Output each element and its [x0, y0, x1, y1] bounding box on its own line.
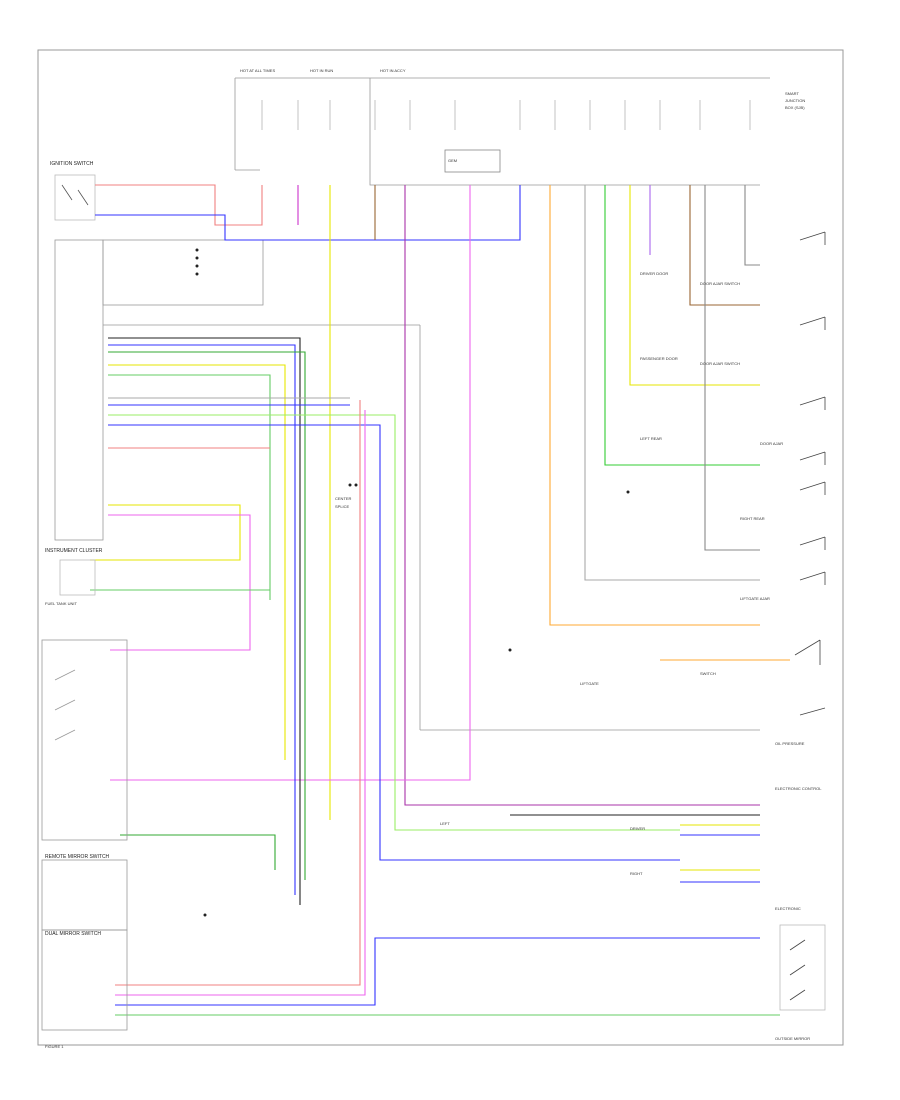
wire-brown-right	[689, 185, 760, 306]
ignition-switch	[54, 174, 96, 221]
wire-violet-long	[404, 185, 760, 806]
wire-black-1	[108, 337, 301, 905]
wire-green-1	[108, 351, 306, 880]
wire-gray-2	[704, 185, 760, 551]
svg-text:DRIVER: DRIVER	[630, 826, 645, 831]
svg-text:OIL PRESSURE: OIL PRESSURE	[775, 741, 805, 746]
diagram-border	[37, 49, 844, 1046]
svg-text:FUEL TANK UNIT: FUEL TANK UNIT	[45, 601, 77, 606]
wire-magenta-center	[110, 185, 471, 781]
svg-text:SMART: SMART	[785, 91, 799, 96]
junction-dots	[195, 248, 630, 917]
wire-green-2	[108, 374, 271, 600]
wire-blue-1	[108, 344, 296, 895]
svg-text:PASSENGER DOOR: PASSENGER DOOR	[640, 356, 678, 361]
svg-text:SPLICE: SPLICE	[335, 504, 350, 509]
wire-violet-2	[108, 514, 251, 651]
svg-text:ELECTRONIC CONTROL: ELECTRONIC CONTROL	[775, 786, 822, 791]
svg-text:REMOTE MIRROR SWITCH: REMOTE MIRROR SWITCH	[45, 854, 110, 860]
wire-yellow-right	[629, 185, 760, 386]
svg-text:HOT IN RUN: HOT IN RUN	[310, 68, 333, 73]
svg-text:SWITCH: SWITCH	[700, 671, 716, 676]
svg-text:HOT IN ACCY: HOT IN ACCY	[380, 68, 406, 73]
svg-text:IGNITION SWITCH: IGNITION SWITCH	[50, 161, 94, 167]
wire-lightgreen-1	[108, 414, 680, 831]
mirror-switch-panel	[41, 559, 128, 1031]
wires	[90, 184, 790, 1016]
switch-symbols	[779, 231, 826, 1011]
svg-text:DOOR AJAR SWITCH: DOOR AJAR SWITCH	[700, 361, 740, 366]
fuse-terminals	[261, 100, 751, 130]
wire-yellow-1	[108, 364, 286, 760]
wire-blue-ign	[95, 185, 521, 241]
svg-text:DOOR AJAR: DOOR AJAR	[760, 441, 783, 446]
svg-text:DRIVER DOOR: DRIVER DOOR	[640, 271, 668, 276]
wire-red-lower	[115, 400, 361, 986]
wire-red-ign	[95, 184, 263, 226]
svg-text:CENTER: CENTER	[335, 496, 352, 501]
wire-orange	[549, 185, 760, 626]
wire-green-right	[604, 185, 760, 466]
svg-text:GEM: GEM	[448, 158, 457, 163]
svg-text:ELECTRONIC: ELECTRONIC	[775, 906, 801, 911]
svg-text:DOOR AJAR SWITCH: DOOR AJAR SWITCH	[700, 281, 740, 286]
wire-blue-3	[108, 424, 680, 861]
instrument-cluster-connector	[54, 239, 760, 731]
svg-text:BOX (SJB): BOX (SJB)	[785, 105, 805, 110]
svg-text:INSTRUMENT CLUSTER: INSTRUMENT CLUSTER	[45, 548, 103, 554]
svg-text:DUAL MIRROR SWITCH: DUAL MIRROR SWITCH	[45, 931, 101, 937]
svg-text:HOT AT ALL TIMES: HOT AT ALL TIMES	[240, 68, 275, 73]
wire-green-lower	[120, 834, 276, 870]
fuse-box-top	[234, 77, 770, 186]
svg-text:LIFTGATE: LIFTGATE	[580, 681, 599, 686]
svg-text:LIFTGATE AJAR: LIFTGATE AJAR	[740, 596, 770, 601]
wire-blue-long	[115, 937, 760, 1006]
svg-text:JUNCTION: JUNCTION	[785, 98, 805, 103]
wire-gray-3	[744, 185, 760, 266]
svg-text:LEFT REAR: LEFT REAR	[640, 436, 662, 441]
svg-text:FIGURE 1: FIGURE 1	[45, 1044, 64, 1049]
svg-text:RIGHT REAR: RIGHT REAR	[740, 516, 765, 521]
svg-text:OUTSIDE MIRROR: OUTSIDE MIRROR	[775, 1036, 810, 1041]
wire-yellow-2	[90, 504, 241, 561]
svg-text:LEFT: LEFT	[440, 821, 450, 826]
wire-gray-1	[584, 185, 760, 581]
wire-violet-lower	[115, 410, 366, 996]
labels: IGNITION SWITCH HOT AT ALL TIMES HOT IN …	[45, 68, 822, 1049]
svg-text:RIGHT: RIGHT	[630, 871, 643, 876]
